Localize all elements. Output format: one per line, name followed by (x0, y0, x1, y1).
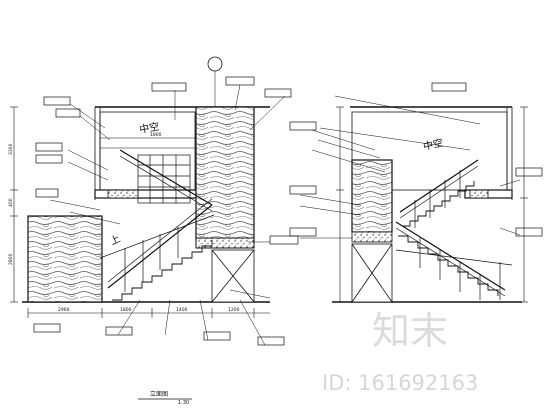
watermark-brand: 知末 (372, 309, 448, 353)
right-vertical-dimensions (336, 106, 528, 303)
right-atrium-box (351, 111, 508, 191)
left-wood-panel (27, 215, 103, 303)
tag-box (203, 331, 231, 341)
tag-box (431, 82, 467, 92)
upper-dim-1: 1800 (150, 132, 162, 138)
right-atrium-label: 中空 (422, 136, 444, 153)
tag-box (515, 227, 543, 237)
left-elevation-view (10, 56, 299, 346)
left-vertical-dimensions (10, 106, 18, 303)
tag-box (264, 88, 292, 98)
left-view-title: 立面图 (150, 390, 168, 398)
left-atrium-box (99, 111, 196, 191)
watermark-id: ID: 161692163 (322, 371, 478, 395)
tag-box (269, 235, 299, 245)
bottom-dim-4: 1200 (228, 307, 240, 313)
left-lower-flight (99, 198, 215, 301)
left-upper-flight (119, 149, 213, 212)
right-stone-band (351, 231, 393, 243)
tag-box (225, 76, 255, 86)
tag-box (33, 323, 61, 333)
left-axis-marker (207, 56, 223, 72)
tag-box (105, 326, 133, 336)
right-upper-flight (399, 159, 479, 228)
vertical-dim-3: 2800 (8, 253, 14, 265)
tag-box (289, 227, 317, 237)
left-slab-hatch (107, 189, 139, 199)
left-atrium-label: 中空 (138, 120, 160, 136)
tag-box (35, 142, 63, 152)
tag-box (257, 336, 285, 346)
tag-box (515, 167, 543, 177)
right-leader-lines (299, 95, 521, 239)
bottom-dim-2: 1800 (120, 307, 132, 313)
tag-box (151, 82, 187, 92)
right-callout-tags (289, 82, 543, 237)
tag-box (289, 121, 317, 131)
right-slab-hatch (469, 189, 489, 199)
left-view-scale: 1:30 (178, 400, 189, 406)
left-bottom-dimensions (27, 308, 270, 318)
tag-box (289, 185, 317, 195)
bottom-dim-3: 1400 (176, 307, 188, 313)
tag-box (55, 108, 81, 118)
tag-box (35, 188, 59, 198)
left-stone-band (195, 237, 255, 249)
right-elevation-view (289, 82, 543, 303)
tag-box (43, 96, 71, 106)
vertical-dim-1: 3300 (8, 143, 14, 155)
right-lower-flight (395, 221, 513, 300)
bottom-dim-1: 2960 (58, 307, 70, 313)
right-wood-column (351, 159, 393, 233)
left-leader-lines (49, 84, 286, 346)
left-stair-label: 上 (108, 233, 122, 248)
left-callout-tags (33, 76, 299, 346)
vertical-dim-2: 400 (8, 198, 14, 207)
tag-box (35, 154, 63, 164)
left-wood-column (195, 106, 255, 243)
